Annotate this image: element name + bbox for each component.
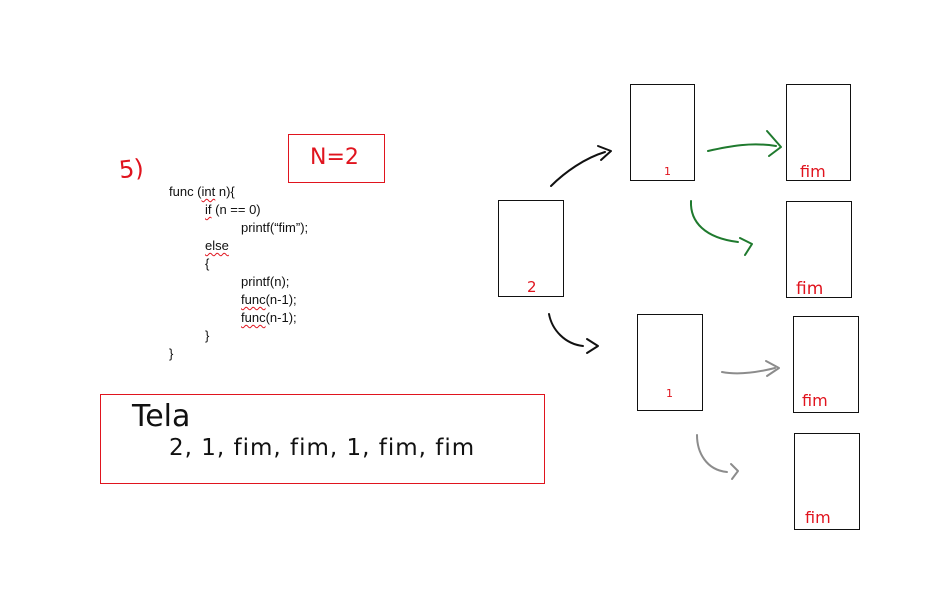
code-line-5: { xyxy=(205,256,210,271)
arrow-root-to-b xyxy=(548,313,584,347)
code-line-7: func(n-1); xyxy=(241,292,297,307)
frame-a2-value: fim xyxy=(796,279,824,299)
arrowhead-a-to-a1 xyxy=(766,130,782,157)
n-value-box: N=2 xyxy=(288,134,385,183)
code-line-8: func(n-1); xyxy=(241,310,297,325)
arrow-a-to-a2 xyxy=(689,200,739,243)
code-listing: func (int n){ if (n == 0) printf(“fim”);… xyxy=(169,183,308,363)
screen-output-box: Tela 2, 1, fim, fim, 1, fim, fim xyxy=(100,394,545,484)
frame-root-n2: 2 xyxy=(498,200,564,297)
code-line-6: printf(n); xyxy=(241,274,290,289)
frame-root-value: 2 xyxy=(527,278,537,296)
arrow-a-to-a1 xyxy=(707,143,777,152)
frame-call-a1-n0: fim xyxy=(786,84,851,181)
arrowhead-a-to-a2 xyxy=(739,237,753,256)
frame-call-b1-n0: fim xyxy=(793,316,859,413)
code-line-10: } xyxy=(169,346,174,361)
arrowhead-root-to-b xyxy=(586,338,599,354)
question-number: 5) xyxy=(117,153,146,185)
frame-a1-value: fim xyxy=(800,162,826,181)
n-value-label: N=2 xyxy=(310,145,359,170)
frame-a-value: 1 xyxy=(664,165,671,178)
frame-call-b2-n0: fim xyxy=(794,433,860,530)
code-line-9: } xyxy=(205,328,210,343)
code-line-3: printf(“fim”); xyxy=(241,220,309,235)
frame-b1-value: fim xyxy=(802,391,828,410)
frame-b-value: 1 xyxy=(666,387,673,400)
arrow-root-to-a xyxy=(550,151,606,187)
arrow-b-to-b2 xyxy=(696,434,728,473)
code-line-1: func (int n){ xyxy=(169,184,235,199)
frame-call-b-n1: 1 xyxy=(637,314,703,411)
frame-call-a-n1: 1 xyxy=(630,84,695,181)
arrowhead-b-to-b1 xyxy=(765,360,780,377)
frame-b2-value: fim xyxy=(805,508,831,527)
arrowhead-root-to-a xyxy=(597,145,612,161)
arrowhead-b-to-b2 xyxy=(730,463,739,480)
arrow-b-to-b1 xyxy=(721,367,776,375)
frame-call-a2-n0: fim xyxy=(786,201,852,299)
screen-output-text: 2, 1, fim, fim, 1, fim, fim xyxy=(169,435,476,461)
code-line-4: else xyxy=(205,238,229,253)
screen-label: Tela xyxy=(132,399,191,434)
code-line-2: if (n == 0) xyxy=(205,202,261,217)
